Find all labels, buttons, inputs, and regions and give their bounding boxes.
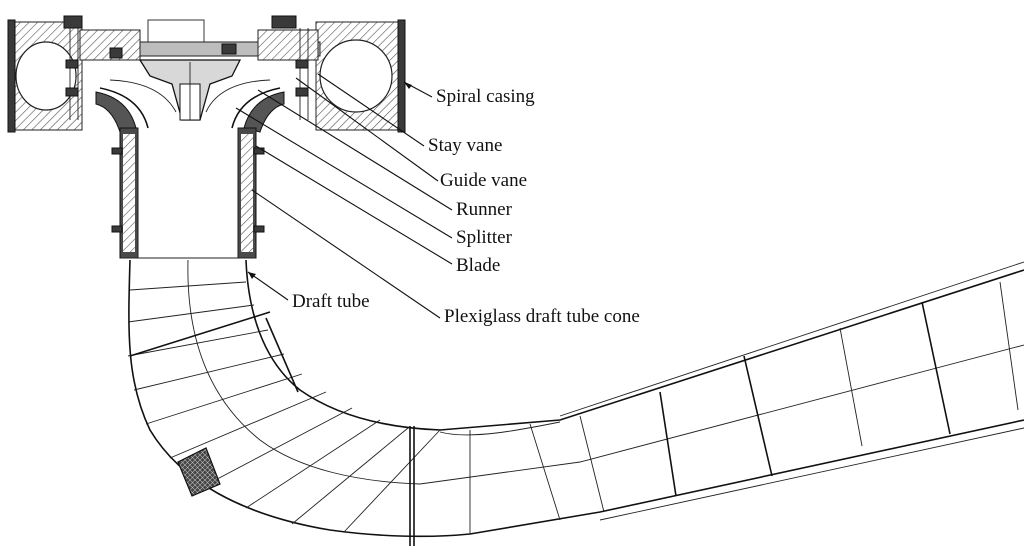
draft-tube: [127, 259, 1024, 546]
mesh-grid-box: [177, 447, 221, 497]
label-draft-tube: Draft tube: [292, 291, 370, 312]
runner-hub: [138, 59, 242, 121]
label-blade: Blade: [456, 255, 501, 276]
label-stay-vane: Stay vane: [428, 135, 503, 156]
head-cover: [63, 15, 321, 120]
leader-lines: [235, 73, 453, 319]
runner-blades: [95, 79, 285, 133]
label-draft-tube-cone: Plexiglass draft tube cone: [444, 306, 640, 327]
label-spiral-casing: Spiral casing: [436, 86, 535, 107]
draft-tube-cone: [111, 127, 265, 259]
label-guide-vane: Guide vane: [440, 170, 528, 191]
spiral-casing: [7, 19, 406, 133]
label-runner: Runner: [456, 199, 512, 220]
label-splitter: Splitter: [456, 227, 512, 248]
